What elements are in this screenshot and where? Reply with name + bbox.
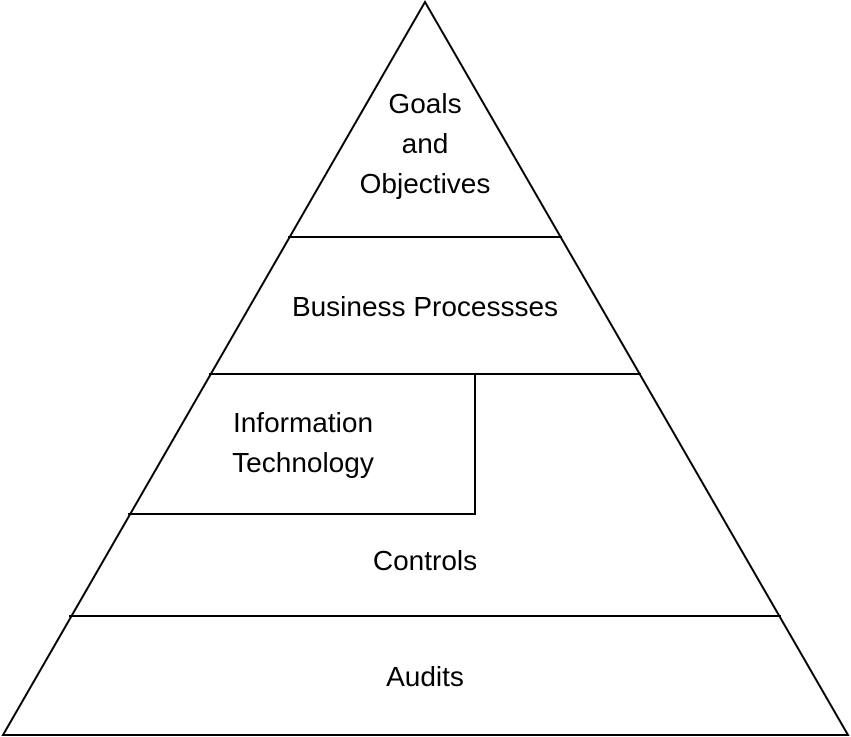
level-audits: Audits <box>386 661 464 692</box>
it-line-2: Technology <box>232 447 374 478</box>
goals-line-1: Goals <box>388 88 461 119</box>
level-information-technology: Information Technology <box>232 407 374 478</box>
level-goals-and-objectives: Goals and Objectives <box>360 88 491 199</box>
goals-line-3: Objectives <box>360 168 491 199</box>
level-business-processes: Business Processses <box>292 291 558 322</box>
goals-line-2: and <box>402 128 449 159</box>
it-line-1: Information <box>233 407 373 438</box>
level-controls: Controls <box>373 545 477 576</box>
